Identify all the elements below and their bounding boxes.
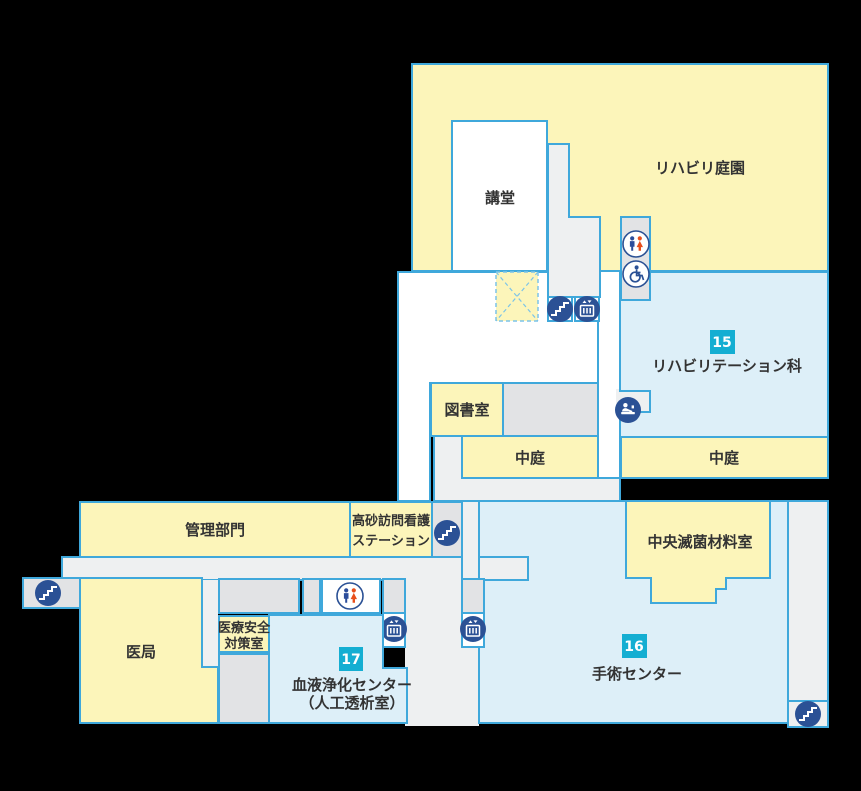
label-takasago-1: 高砂訪問看護	[352, 513, 431, 529]
label-takasago-2: ステーション	[352, 534, 430, 549]
col-elevator-2-top	[461, 578, 485, 614]
label-rehab-garden: リハビリ庭園	[655, 159, 745, 177]
label-courtyard-east: 中庭	[709, 449, 740, 467]
badge-16	[622, 634, 647, 658]
room-admin	[79, 501, 351, 558]
label-blood-center-2: （人工透析室）	[299, 694, 404, 712]
label-courtyard-center: 中庭	[515, 449, 546, 467]
reception-icon	[615, 397, 641, 423]
corridor-west	[61, 556, 529, 581]
stairs-icon	[34, 579, 62, 607]
corridor-vertical-3	[461, 500, 480, 581]
stairs-icon	[546, 295, 574, 323]
badge-17	[339, 647, 363, 671]
label-sterilization: 中央滅菌材料室	[647, 533, 752, 551]
stairs-icon	[433, 519, 461, 547]
restroom-icon	[622, 230, 650, 258]
badge-15	[710, 330, 735, 354]
stairs-icon	[794, 700, 822, 728]
room-gray-cell-1	[218, 578, 300, 614]
label-medical-safety-2: 対策室	[223, 636, 263, 652]
label-doctors-office: 医局	[126, 643, 156, 661]
room-auditorium	[451, 120, 548, 272]
elevator-icon	[573, 295, 601, 323]
restroom-icon	[336, 582, 364, 610]
room-courtyard-east	[620, 436, 829, 479]
label-medical-safety-1: 医療安全	[218, 620, 271, 636]
void-area-cross	[495, 271, 539, 322]
room-blood-center	[268, 614, 408, 724]
wheelchair-icon	[622, 260, 650, 288]
room-gray-cell-3	[218, 653, 271, 724]
elevator-icon	[380, 615, 408, 643]
badge-16-number: 16	[624, 639, 643, 655]
label-library: 図書室	[444, 401, 489, 419]
elevator-icon	[459, 615, 487, 643]
label-blood-center-1: 血液浄化センター	[292, 676, 412, 694]
room-gray-unlabeled	[502, 382, 599, 437]
badge-17-number: 17	[341, 652, 360, 668]
label-surgery-center: 手術センター	[592, 665, 682, 683]
badge-15-number: 15	[712, 335, 731, 351]
room-rehab-dept	[619, 271, 829, 438]
room-gray-cell-2	[302, 578, 321, 614]
room-courtyard-center	[461, 435, 599, 479]
label-auditorium: 講堂	[485, 189, 515, 207]
label-rehab-dept: リハビリテーション科	[652, 357, 802, 375]
room-central-sterilization	[625, 500, 771, 604]
corridor-east-column	[787, 500, 829, 728]
room-takasago-station	[349, 501, 433, 558]
label-admin: 管理部門	[185, 521, 245, 539]
col-elevator-1-top	[382, 578, 406, 614]
corridor-vertical-1	[202, 580, 218, 667]
